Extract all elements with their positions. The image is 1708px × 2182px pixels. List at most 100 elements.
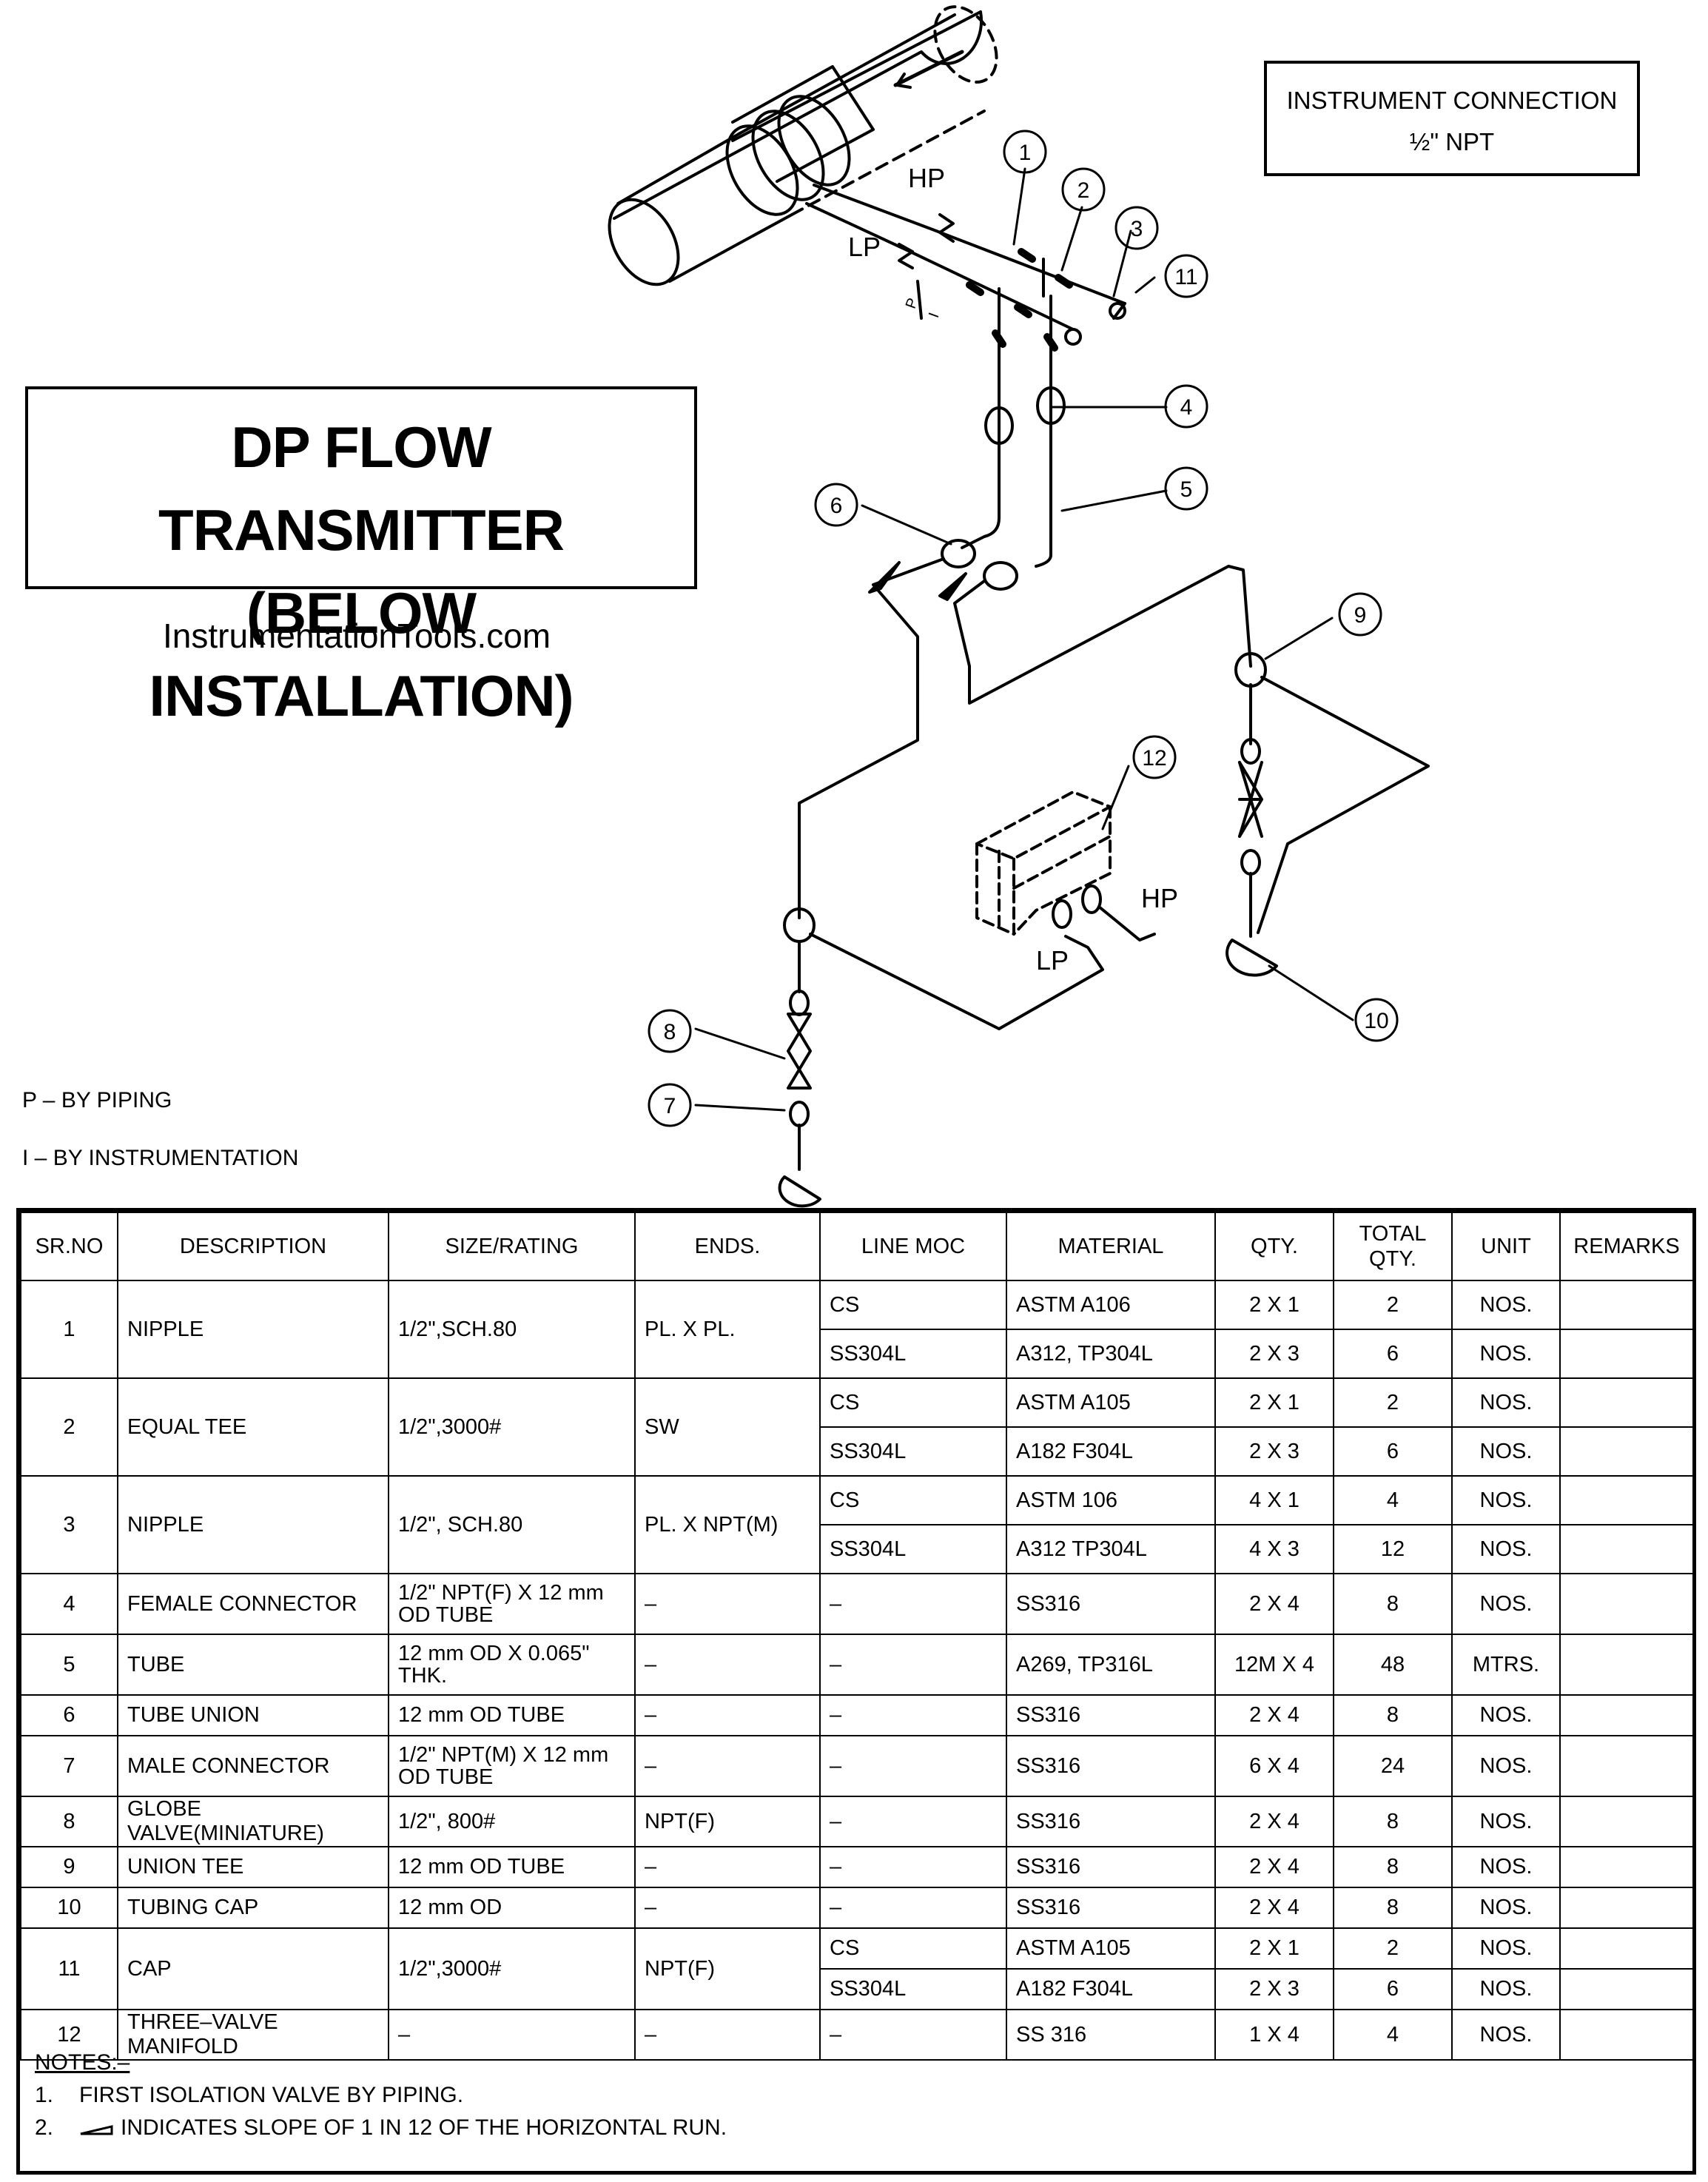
cell-description: TUBE UNION bbox=[117, 1694, 389, 1736]
cell-moc: – bbox=[819, 1573, 1007, 1635]
cell-ends: NPT(F) bbox=[634, 1796, 821, 1847]
cell-description: NIPPLE bbox=[117, 1475, 389, 1574]
cell-total: 8 bbox=[1333, 1846, 1453, 1888]
cell-total: 2 bbox=[1333, 1927, 1453, 1970]
cell-ends: PL. X PL. bbox=[634, 1280, 821, 1379]
callout-9: 9 bbox=[1354, 603, 1367, 628]
table-row: SS304L A182 F304L 2 X 3 6 NOS. bbox=[21, 1426, 1694, 1477]
cell-qty: 2 X 4 bbox=[1214, 1573, 1334, 1635]
title-line-2: (BELOW INSTALLATION) bbox=[149, 580, 574, 728]
cell-remarks bbox=[1559, 2009, 1694, 2061]
header-unit: UNIT bbox=[1451, 1212, 1561, 1281]
cell-material: A182 F304L bbox=[1006, 1426, 1216, 1477]
cell-material: A269, TP316L bbox=[1006, 1634, 1216, 1696]
cell-remarks bbox=[1559, 1796, 1694, 1847]
cell-total: 8 bbox=[1333, 1573, 1453, 1635]
table-row: SS304L A312 TP304L 4 X 3 12 NOS. bbox=[21, 1524, 1694, 1574]
cell-qty: 2 X 4 bbox=[1214, 1694, 1334, 1736]
note-number: 2. bbox=[35, 2115, 54, 2140]
table-row: SS304L A312, TP304L 2 X 3 6 NOS. bbox=[21, 1329, 1694, 1379]
cell-unit: NOS. bbox=[1451, 1475, 1561, 1525]
cell-material: A182 F304L bbox=[1006, 1968, 1216, 2010]
header-remarks: REMARKS bbox=[1559, 1212, 1694, 1281]
cell-srno: 11 bbox=[20, 1927, 118, 2010]
cell-total: 6 bbox=[1333, 1329, 1453, 1379]
cell-unit: NOS. bbox=[1451, 1968, 1561, 2010]
cell-material: SS316 bbox=[1006, 1694, 1216, 1736]
cell-total: 6 bbox=[1333, 1426, 1453, 1477]
cell-unit: NOS. bbox=[1451, 1927, 1561, 1970]
cell-ends: NPT(F) bbox=[634, 1927, 821, 2010]
cell-srno: 2 bbox=[20, 1377, 118, 1477]
notes: NOTES:– 1.FIRST ISOLATION VALVE BY PIPIN… bbox=[35, 2047, 727, 2144]
note-text: INDICATES SLOPE OF 1 IN 12 OF THE HORIZO… bbox=[121, 2115, 727, 2140]
cell-srno: 1 bbox=[20, 1280, 118, 1379]
cell-remarks bbox=[1559, 1280, 1694, 1330]
cell-unit: MTRS. bbox=[1451, 1634, 1561, 1696]
cell-qty: 2 X 1 bbox=[1214, 1927, 1334, 1970]
table-row: 12 THREE–VALVE MANIFOLD – – – SS 316 1 X… bbox=[20, 2009, 1694, 2061]
header-qty: QTY. bbox=[1214, 1212, 1334, 1281]
table-row: 7 MALE CONNECTOR 1/2" NPT(M) X 12 mm OD … bbox=[20, 1735, 1694, 1797]
lp-label-bottom: LP bbox=[1036, 945, 1069, 976]
notes-heading: NOTES:– bbox=[35, 2050, 130, 2075]
header-srno: SR.NO bbox=[20, 1212, 118, 1281]
callout-3: 3 bbox=[1131, 217, 1143, 241]
cell-unit: NOS. bbox=[1451, 1573, 1561, 1635]
cell-moc: – bbox=[819, 1694, 1007, 1736]
callout-4: 4 bbox=[1180, 395, 1193, 420]
slope-icon bbox=[80, 2125, 113, 2135]
lp-label-top: LP bbox=[848, 232, 881, 262]
cell-qty: 2 X 1 bbox=[1214, 1280, 1334, 1330]
cell-moc: SS304L bbox=[819, 1426, 1007, 1477]
cell-moc: CS bbox=[819, 1475, 1007, 1525]
note-item: 2. INDICATES SLOPE OF 1 IN 12 OF THE HORI… bbox=[35, 2112, 727, 2144]
cell-material: SS316 bbox=[1006, 1573, 1216, 1635]
cell-ends: – bbox=[634, 2009, 821, 2061]
cell-description: EQUAL TEE bbox=[117, 1377, 389, 1477]
table-row: 5 TUBE 12 mm OD X 0.065" THK. – – A269, … bbox=[20, 1634, 1694, 1696]
cell-ends: – bbox=[634, 1887, 821, 1929]
cell-total: 8 bbox=[1333, 1796, 1453, 1847]
cell-ends: – bbox=[634, 1735, 821, 1797]
cell-unit: NOS. bbox=[1451, 1280, 1561, 1330]
cell-total: 12 bbox=[1333, 1524, 1453, 1574]
bom-table: SR.NO DESCRIPTION SIZE/RATING ENDS. LINE… bbox=[20, 1212, 1694, 2061]
cell-size: 12 mm OD TUBE bbox=[388, 1846, 636, 1888]
cell-srno: 9 bbox=[20, 1846, 118, 1888]
cell-srno: 10 bbox=[20, 1887, 118, 1929]
cell-material: SS 316 bbox=[1006, 2009, 1216, 2061]
cell-size: 1/2" NPT(F) X 12 mm OD TUBE bbox=[388, 1573, 636, 1635]
cell-unit: NOS. bbox=[1451, 1846, 1561, 1888]
table-row: 10 TUBING CAP 12 mm OD – – SS316 2 X 4 8… bbox=[20, 1887, 1694, 1929]
tapping-lines bbox=[805, 184, 1126, 401]
instrument-connection-line-2: ½" NPT bbox=[1409, 128, 1495, 155]
cell-qty: 1 X 4 bbox=[1214, 2009, 1334, 2061]
cell-remarks bbox=[1559, 1475, 1694, 1525]
cell-description: THREE–VALVE MANIFOLD bbox=[117, 2009, 389, 2061]
callout-7: 7 bbox=[664, 1094, 676, 1118]
legend-piping: P – BY PIPING bbox=[22, 1088, 172, 1112]
callout-12: 12 bbox=[1142, 746, 1166, 771]
table-row: 11 CAP 1/2",3000# NPT(F) CS ASTM A105 2 … bbox=[20, 1927, 1694, 2010]
cell-qty: 2 X 1 bbox=[1214, 1377, 1334, 1428]
cell-material: ASTM 106 bbox=[1006, 1475, 1216, 1525]
cell-size: 12 mm OD bbox=[388, 1887, 636, 1929]
header-ends: ENDS. bbox=[634, 1212, 821, 1281]
cell-material: SS316 bbox=[1006, 1846, 1216, 1888]
cell-material: ASTM A106 bbox=[1006, 1280, 1216, 1330]
website-label: InstrumentationTools.com bbox=[163, 617, 551, 655]
cell-ends: – bbox=[634, 1694, 821, 1736]
cell-total: 8 bbox=[1333, 1694, 1453, 1736]
callout-leaders bbox=[694, 167, 1354, 1112]
cell-moc: CS bbox=[819, 1377, 1007, 1428]
note-number: 1. bbox=[35, 2083, 54, 2107]
cell-qty: 4 X 1 bbox=[1214, 1475, 1334, 1525]
cell-size: 1/2",3000# bbox=[388, 1927, 636, 2010]
cell-description: GLOBE VALVE(MINIATURE) bbox=[117, 1796, 389, 1847]
header-description: DESCRIPTION bbox=[117, 1212, 389, 1281]
table-row: 6 TUBE UNION 12 mm OD TUBE – – SS316 2 X… bbox=[20, 1694, 1694, 1736]
cell-moc: – bbox=[819, 2009, 1007, 2061]
table-row: SS304L A182 F304L 2 X 3 6 NOS. bbox=[21, 1968, 1694, 2010]
cell-remarks bbox=[1559, 1735, 1694, 1797]
